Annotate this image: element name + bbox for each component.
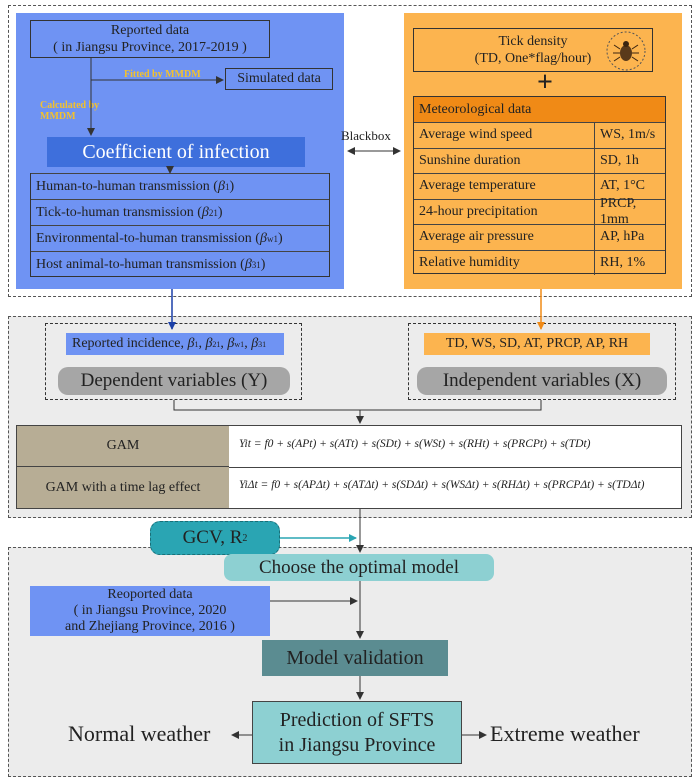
beta-symbol: β — [244, 256, 252, 272]
met-unit: WS, 1m/s — [594, 123, 665, 148]
reported-incidence-text: Reported incidence, — [72, 336, 184, 351]
tick-icon — [605, 30, 647, 72]
beta-symbol: β — [187, 336, 195, 351]
met-row: Average wind speed WS, 1m/s — [414, 122, 665, 148]
met-name: Sunshine duration — [419, 152, 521, 168]
beta-sub: 31 — [258, 339, 267, 349]
gam-table: GAM GAM with a time lag effect Yit = f0 … — [16, 425, 682, 509]
tick-density-box: Tick density (TD, One*flag/hour) — [413, 28, 653, 72]
fitted-by-label: Fitted by MMDM — [124, 69, 201, 80]
met-name: Average air pressure — [419, 229, 534, 245]
transmission-text: Environmental-to-human transmission ( — [36, 230, 260, 246]
calculated-by-label: Calculated by MMDM — [40, 100, 99, 122]
beta-sub: w1 — [266, 233, 278, 244]
met-row: Sunshine duration SD, 1h — [414, 147, 665, 173]
close-paren: ) — [277, 230, 283, 246]
normal-weather: Normal weather — [68, 721, 211, 746]
met-header-title: Meteorological data — [419, 101, 532, 117]
dependent-variables: Dependent variables (Y) — [58, 367, 290, 395]
reoported-line2: ( in Jiangsu Province, 2020 — [73, 603, 227, 618]
beta-sub: w1 — [234, 339, 245, 349]
met-name: Average temperature — [419, 178, 536, 194]
calculated-line1: Calculated by — [40, 100, 100, 111]
met-row: Relative humidity RH, 1% — [414, 249, 665, 275]
met-name: Relative humidity — [419, 254, 520, 270]
blackbox-label: Blackbox — [341, 128, 391, 143]
beta-sub: 1 — [194, 339, 199, 349]
reoported-line1: Reoported data — [107, 587, 193, 602]
prediction-line2: in Jiangsu Province — [278, 733, 436, 756]
plus-sign: + — [537, 67, 553, 98]
prediction-box: Prediction of SFTS in Jiangsu Province — [252, 701, 462, 764]
close-paren: ) — [217, 204, 223, 220]
beta-sub: 21 — [208, 207, 218, 218]
transmission-text: Host animal-to-human transmission ( — [36, 256, 245, 272]
independent-variables: Independent variables (X) — [417, 367, 667, 395]
beta-symbol: β — [259, 230, 267, 246]
beta-symbol: β — [201, 204, 209, 220]
choose-optimal-model: Choose the optimal model — [224, 554, 494, 581]
calculated-line2: MMDM — [40, 111, 76, 122]
beta-symbol: β — [205, 336, 213, 351]
tick-density-line2: (TD, One*flag/hour) — [474, 51, 592, 66]
independent-vars-list: TD, WS, SD, AT, PRCP, AP, RH — [424, 333, 650, 355]
beta-sub: 31 — [251, 259, 261, 270]
beta-symbol: β — [217, 178, 225, 194]
gam-label: GAM — [17, 426, 229, 467]
meteorological-table: Meteorological data Average wind speed W… — [413, 96, 666, 275]
met-unit: AT, 1°C — [594, 174, 665, 199]
met-unit: RH, 1% — [594, 250, 665, 275]
met-row: Average air pressure AP, hPa — [414, 224, 665, 250]
met-row: Average temperature AT, 1°C — [414, 173, 665, 199]
beta-sub: 1 — [224, 181, 230, 192]
gam-lag-label: GAM with a time lag effect — [17, 467, 229, 508]
reoported-data-box: Reoported data ( in Jiangsu Province, 20… — [30, 586, 270, 636]
beta-symbol: β — [227, 336, 235, 351]
gcv-sup: 2 — [242, 532, 248, 544]
reoported-line3: and Zhejiang Province, 2016 ) — [65, 619, 235, 634]
close-paren: ) — [229, 178, 235, 194]
extreme-weather: Extreme weather — [490, 721, 640, 746]
gam-divider — [229, 467, 681, 468]
tick-density-line1: Tick density — [498, 34, 568, 49]
reported-data-line1: Reported data — [110, 23, 190, 38]
gcv-text: GCV, R — [182, 527, 243, 548]
close-paren: ) — [260, 256, 266, 272]
gam-equation: Yit = f0 + s(APt) + s(ATt) + s(SDt) + s(… — [239, 438, 591, 450]
prediction-line1: Prediction of SFTS — [279, 708, 435, 731]
reported-data-box: Reported data ( in Jiangsu Province, 201… — [30, 20, 270, 58]
model-validation: Model validation — [262, 640, 448, 676]
met-unit: AP, hPa — [594, 225, 665, 250]
beta-symbol: β — [251, 336, 259, 351]
transmission-text: Tick-to-human transmission ( — [36, 204, 202, 220]
beta-sub: 21 — [212, 339, 221, 349]
gam-lag-equation: YiΔt = f0 + s(APΔt) + s(ATΔt) + s(SDΔt) … — [239, 479, 645, 491]
simulated-data-box: Simulated data — [225, 68, 333, 90]
met-header: Meteorological data — [414, 97, 665, 122]
coefficient-of-infection: Coefficient of infection — [47, 137, 305, 167]
reported-data-line2: ( in Jiangsu Province, 2017-2019 ) — [53, 40, 247, 55]
transmission-text: Human-to-human transmission ( — [36, 178, 218, 194]
met-unit: PRCP, 1mm — [594, 196, 665, 227]
met-name: 24-hour precipitation — [419, 203, 538, 219]
met-row: 24-hour precipitation PRCP, 1mm — [414, 196, 665, 227]
met-unit: SD, 1h — [594, 148, 665, 173]
met-name: Average wind speed — [419, 127, 533, 143]
